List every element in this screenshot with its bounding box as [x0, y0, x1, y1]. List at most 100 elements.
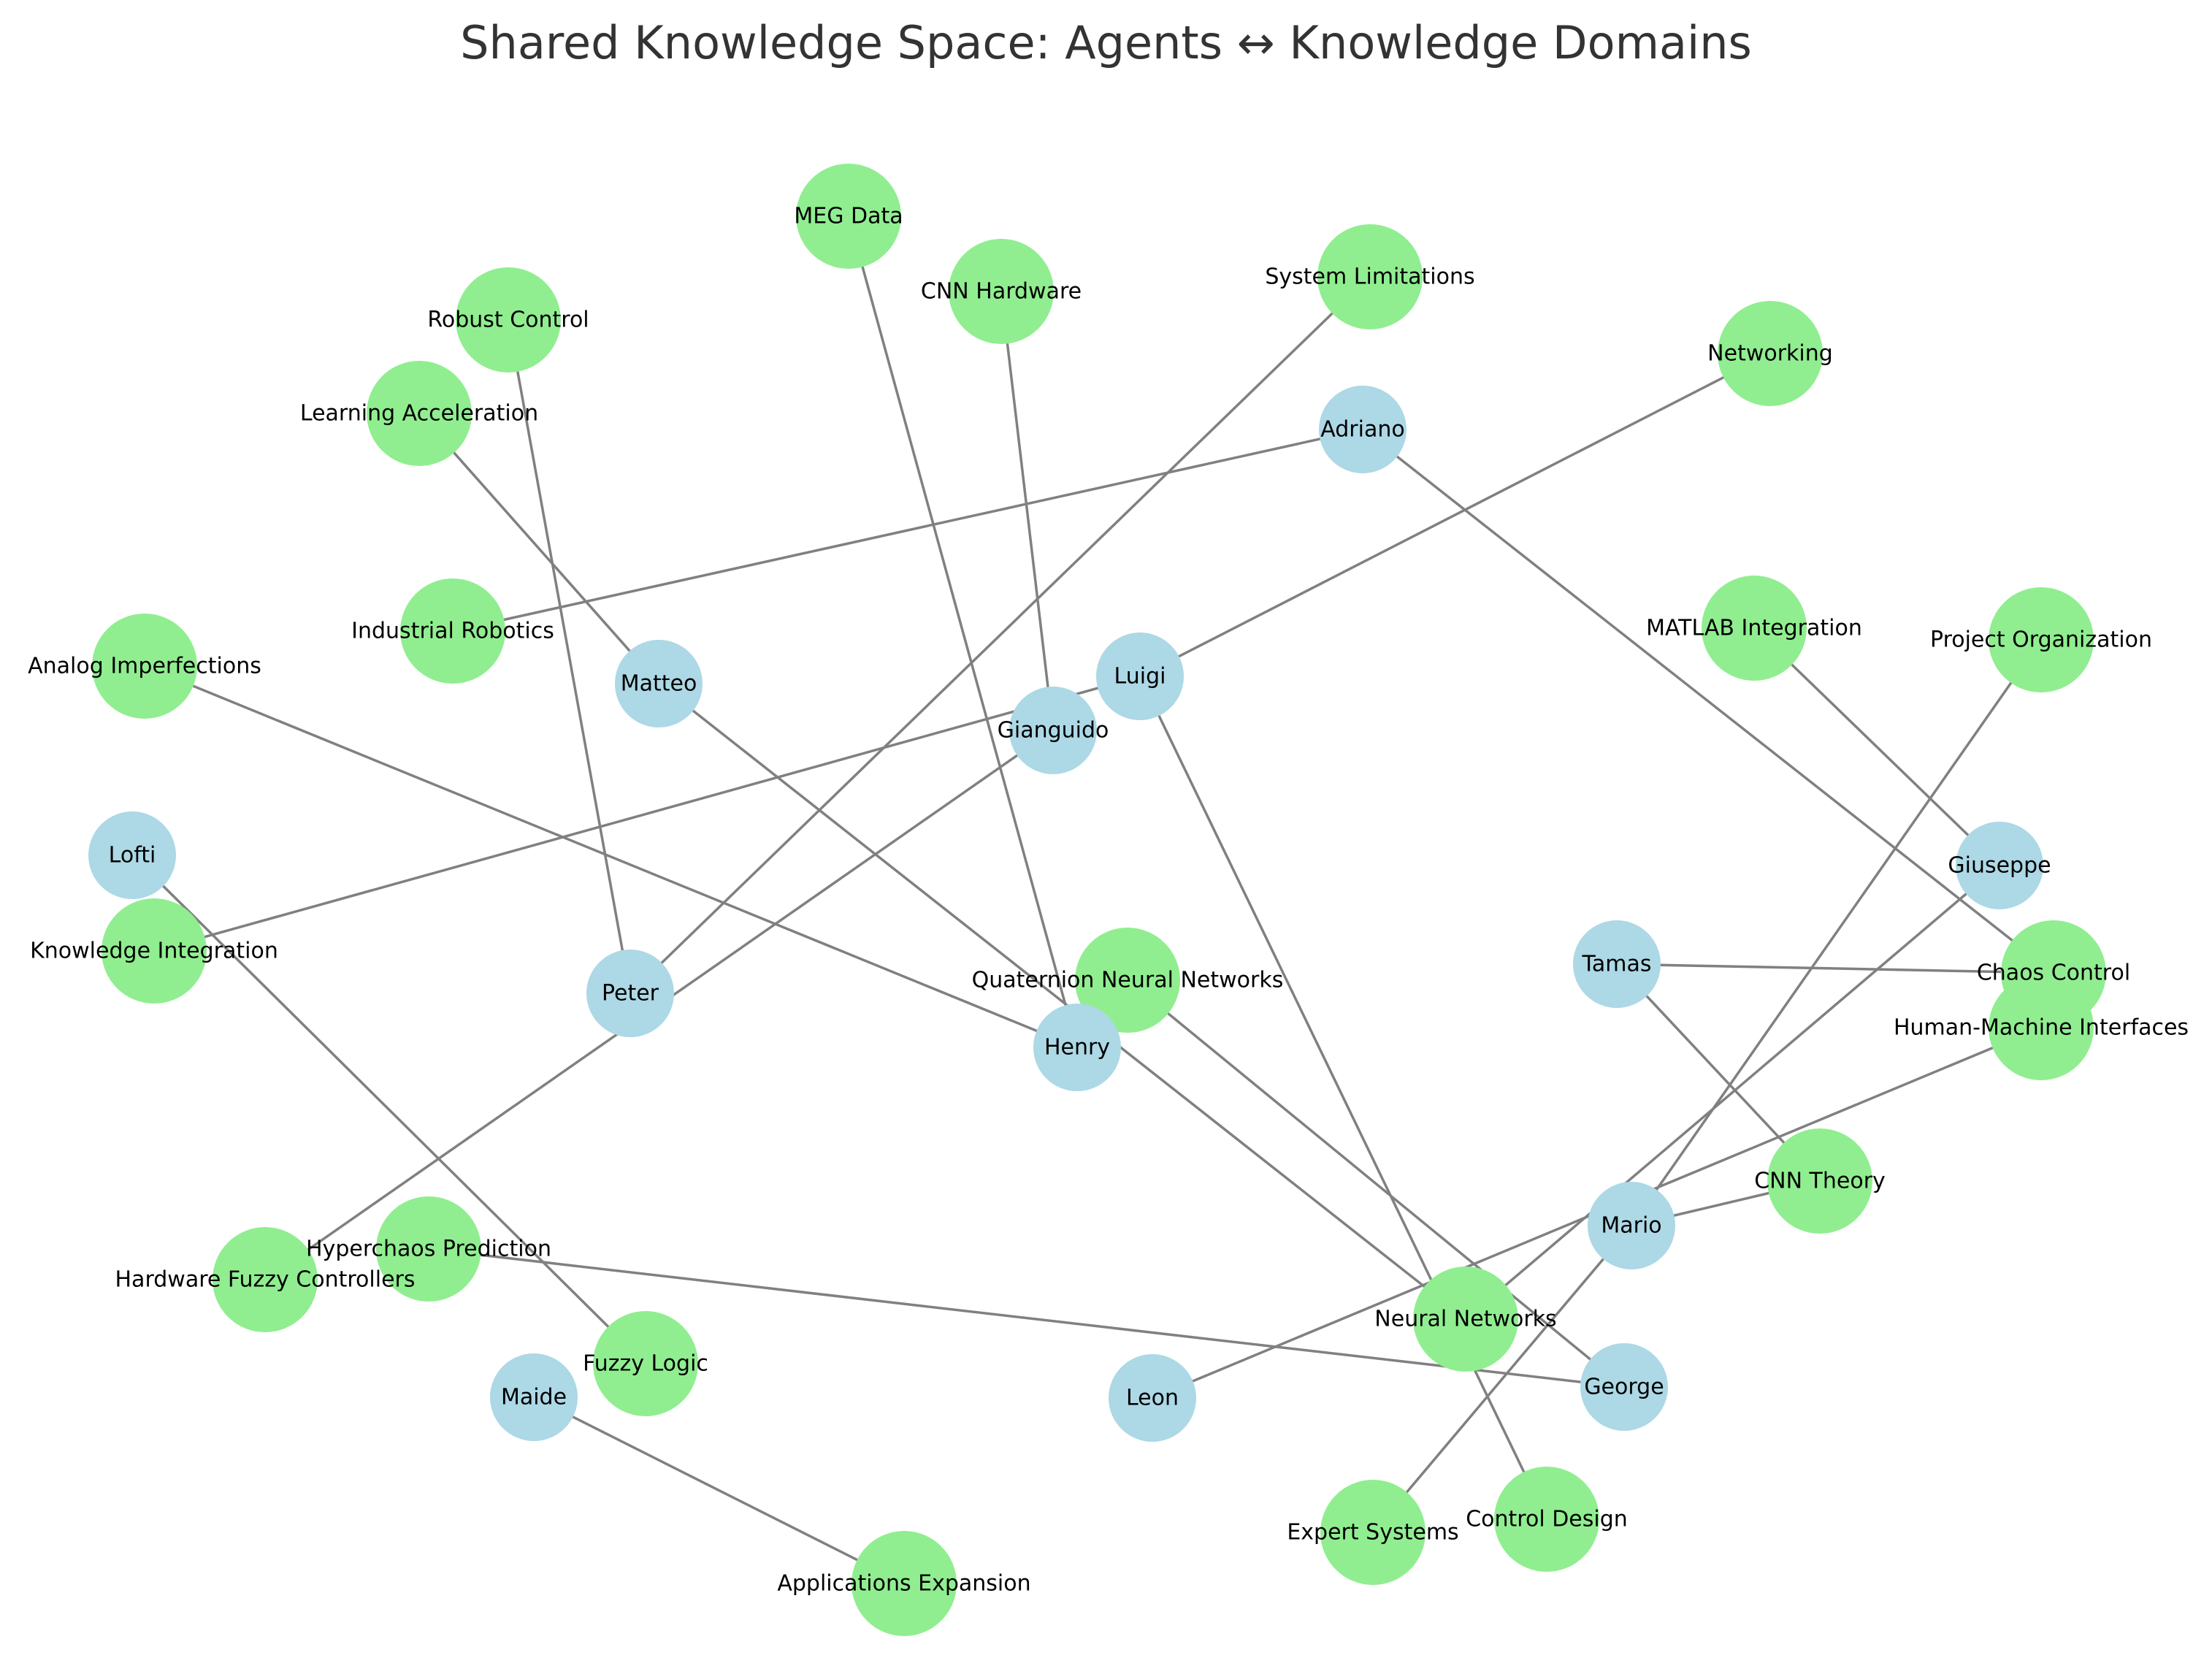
edge-peter-system-limitations — [629, 275, 1371, 995]
agent-label-maide: Maide — [501, 1385, 567, 1410]
domain-circle — [400, 578, 505, 684]
domain-circle — [851, 1531, 957, 1636]
agent-circle — [1096, 633, 1184, 720]
edge-peter-robust-control — [507, 319, 632, 994]
domain-node-robust-control — [456, 267, 561, 373]
domain-node-hyperchaos-prediction — [376, 1196, 481, 1302]
domain-circle — [1702, 576, 1807, 681]
agent-node-maide — [490, 1353, 578, 1441]
agent-node-lofti — [88, 811, 176, 899]
domain-label-control-design: Control Design — [1466, 1507, 1628, 1532]
agent-label-matteo: Matteo — [621, 671, 697, 697]
domain-label-project-organization: Project Organization — [1930, 627, 2152, 653]
agent-label-peter: Peter — [602, 981, 659, 1006]
agent-circle — [1033, 1004, 1121, 1091]
edge-giuseppe-matlab-integration — [1753, 627, 2001, 867]
edge-matteo-neural-networks — [657, 682, 1467, 1321]
edge-mario-expert-systems — [1371, 1224, 1633, 1534]
domain-node-fuzzy-logic — [593, 1311, 698, 1416]
domain-node-industrial-robotics — [400, 578, 505, 684]
domain-circle — [1989, 975, 2094, 1080]
agent-label-mario: Mario — [1601, 1213, 1661, 1239]
domain-label-industrial-robotics: Industrial Robotics — [351, 619, 554, 644]
domain-node-networking — [1718, 301, 1823, 406]
edge-tamas-chaos-control — [1616, 963, 2054, 974]
edge-adriano-chaos-control — [1361, 428, 2055, 974]
domain-circle — [1767, 1128, 1872, 1234]
agent-node-henry — [1033, 1004, 1121, 1091]
domain-circle — [92, 614, 197, 719]
diagram-title: Shared Knowledge Space: Agents ↔ Knowled… — [460, 16, 1752, 69]
agent-label-giuseppe: Giuseppe — [1948, 853, 2051, 879]
agent-node-giuseppe — [1956, 822, 2043, 909]
domain-label-learning-acceleration: Learning Acceleration — [300, 401, 538, 427]
agent-circle — [1580, 1343, 1668, 1431]
agent-node-mario — [1588, 1182, 1675, 1269]
agent-label-luigi: Luigi — [1114, 664, 1166, 689]
agent-circle — [1588, 1182, 1675, 1269]
agent-label-leon: Leon — [1126, 1386, 1179, 1411]
agent-node-george — [1580, 1343, 1668, 1431]
domain-node-control-design — [1494, 1467, 1599, 1572]
edge-luigi-networking — [1139, 352, 1771, 678]
domain-label-human-machine-interfaces: Human-Machine Interfaces — [1894, 1015, 2189, 1041]
agent-circle — [615, 640, 703, 727]
domain-label-expert-systems: Expert Systems — [1287, 1520, 1458, 1546]
domain-node-matlab-integration — [1702, 576, 1807, 681]
agent-circle — [1319, 386, 1407, 473]
agent-circle — [1956, 822, 2043, 909]
edge-gianguido-cnn-hardware — [1000, 291, 1055, 731]
edge-luigi-knowledge-integration — [153, 675, 1141, 952]
domain-label-quaternion-neural-networks: Quaternion Neural Networks — [972, 968, 1284, 993]
domain-node-hardware-fuzzy-controllers — [213, 1227, 318, 1332]
agent-label-lofti: Lofti — [109, 843, 156, 868]
edge-matteo-learning-acceleration — [418, 412, 660, 685]
edge-mario-project-organization — [1630, 638, 2043, 1227]
domain-circle — [1320, 1480, 1425, 1585]
domain-label-matlab-integration: MATLAB Integration — [1646, 616, 1862, 641]
agent-circle — [1109, 1354, 1196, 1442]
domain-circle — [796, 164, 901, 269]
domain-label-chaos-control: Chaos Control — [1977, 960, 2130, 986]
domain-node-cnn-theory — [1767, 1128, 1872, 1234]
agent-node-tamas — [1573, 920, 1661, 1008]
domain-node-neural-networks — [1413, 1267, 1518, 1372]
domain-label-system-limitations: System Limitations — [1265, 264, 1474, 290]
edge-adriano-industrial-robotics — [452, 428, 1363, 633]
domain-node-learning-acceleration — [367, 361, 472, 466]
agent-node-matteo — [615, 640, 703, 727]
domain-label-meg-data: MEG Data — [794, 204, 903, 229]
agent-label-tamas: Tamas — [1582, 952, 1652, 977]
domain-label-networking: Networking — [1707, 341, 1833, 367]
domain-node-knowledge-integration — [102, 898, 207, 1004]
domain-circle — [456, 267, 561, 373]
agent-label-gianguido: Gianguido — [998, 718, 1109, 744]
agent-node-leon — [1109, 1354, 1196, 1442]
domain-circle — [102, 898, 207, 1004]
domain-node-human-machine-interfaces — [1989, 975, 2094, 1080]
edge-maide-applications-expansion — [533, 1396, 905, 1585]
domain-circle — [1718, 301, 1823, 406]
domain-circle — [213, 1227, 318, 1332]
edge-lofti-fuzzy-logic — [131, 854, 647, 1365]
domain-label-robust-control: Robust Control — [427, 307, 589, 333]
domain-label-hyperchaos-prediction: Hyperchaos Prediction — [306, 1237, 551, 1262]
domain-node-system-limitations — [1317, 224, 1423, 329]
domain-circle — [1317, 224, 1423, 329]
domain-label-cnn-hardware: CNN Hardware — [921, 279, 1082, 305]
agent-node-peter — [586, 950, 674, 1037]
agent-label-henry: Henry — [1044, 1035, 1110, 1061]
edge-george-hyperchaos-prediction — [428, 1248, 1625, 1388]
agent-circle — [490, 1353, 578, 1441]
domain-circle — [376, 1196, 481, 1302]
domain-circle — [1075, 928, 1180, 1033]
domain-node-cnn-hardware — [949, 239, 1054, 344]
agent-label-george: George — [1584, 1375, 1664, 1400]
agent-circle — [88, 811, 176, 899]
domain-circle — [367, 361, 472, 466]
domain-label-neural-networks: Neural Networks — [1374, 1307, 1556, 1332]
edge-henry-analog-imperfections — [144, 665, 1078, 1049]
domain-label-fuzzy-logic: Fuzzy Logic — [583, 1351, 708, 1377]
edge-george-quaternion-neural-networks — [1126, 979, 1626, 1388]
